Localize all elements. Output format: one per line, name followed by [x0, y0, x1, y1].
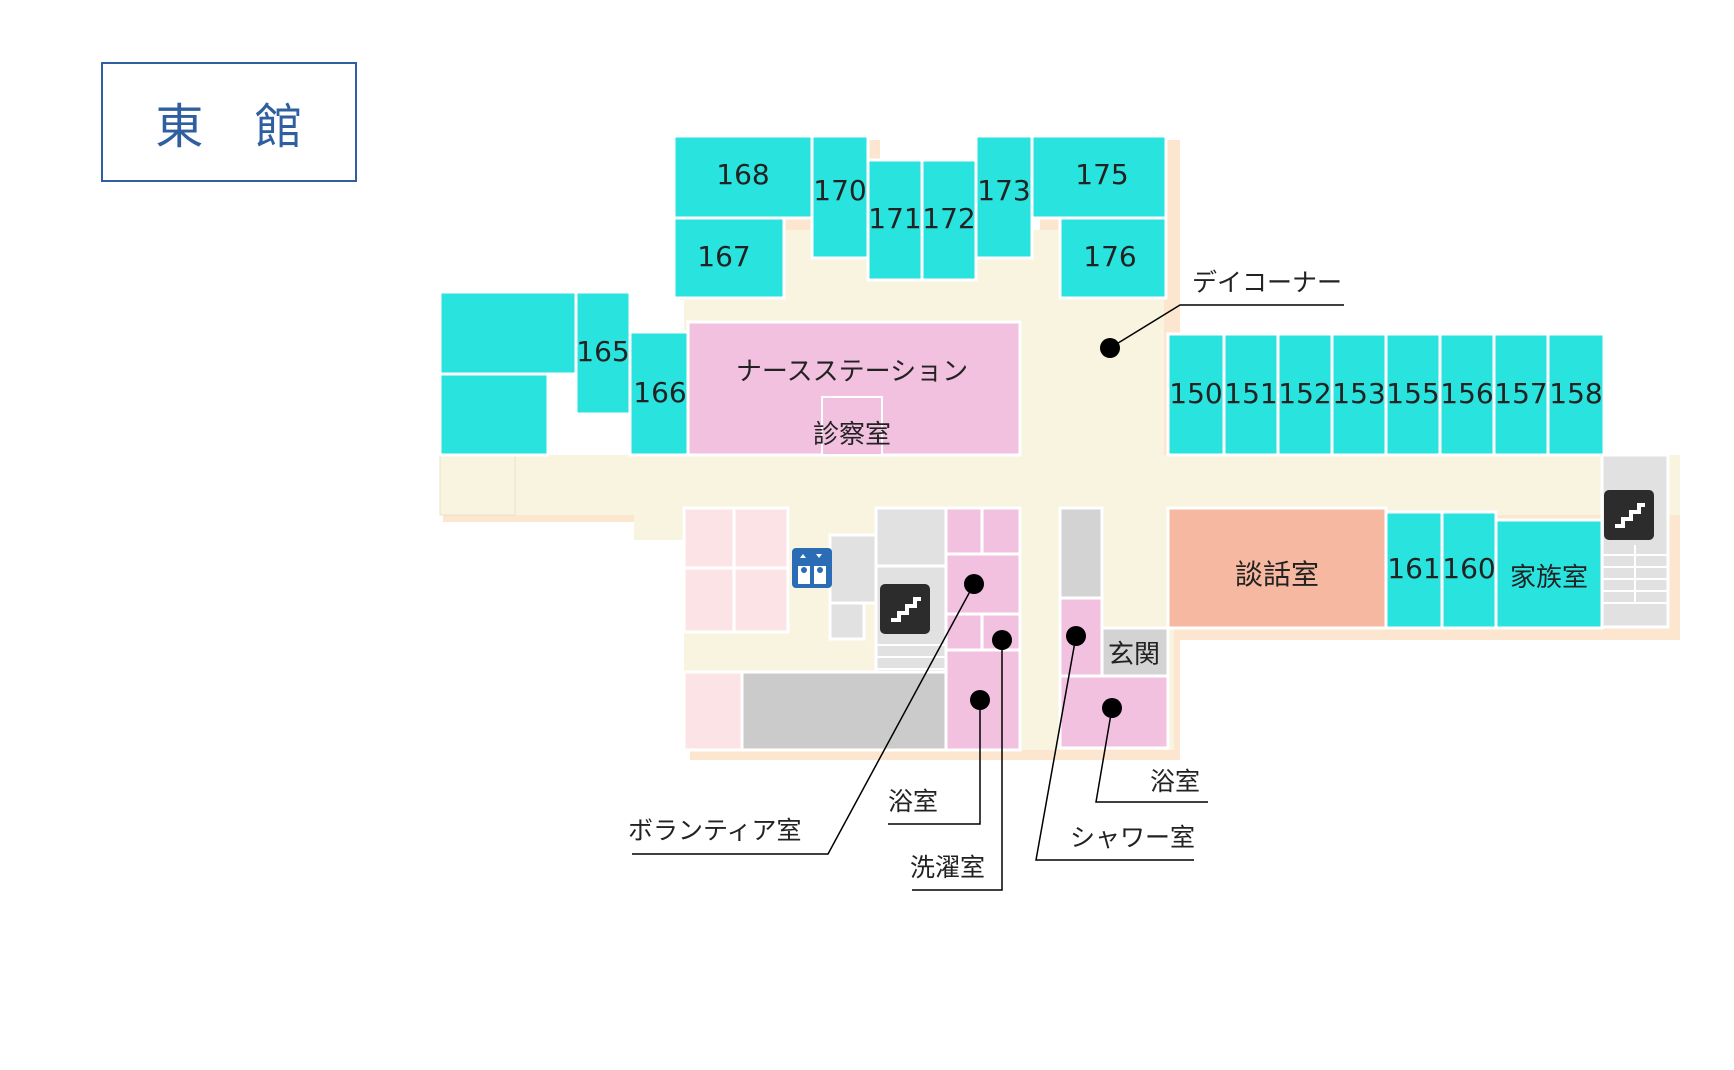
label-175: 175 — [1075, 158, 1128, 191]
room-labels: 168 170 171 172 173 175 167 176 165 166 … — [576, 158, 1602, 585]
room-172 — [920, 158, 978, 282]
label-165: 165 — [576, 335, 629, 368]
callout-markers — [964, 338, 1122, 718]
room-175 — [1030, 134, 1168, 220]
label-166: 166 — [633, 376, 686, 409]
label-152: 152 — [1278, 377, 1331, 410]
label-170: 170 — [813, 174, 866, 207]
label-156: 156 — [1440, 377, 1493, 410]
lower-left-rooms — [682, 506, 790, 752]
room-170 — [810, 134, 870, 260]
label-173: 173 — [977, 174, 1030, 207]
exam-room — [821, 396, 883, 456]
callout-labels: デイコーナー ボランティア室 浴室 洗濯室 シャワー室 浴室 — [628, 268, 1342, 882]
label-nurse-station: ナースステーション — [736, 357, 968, 387]
room-left-b — [438, 372, 550, 457]
room-155 — [1384, 332, 1442, 457]
label-168: 168 — [716, 158, 769, 191]
stairs-icon-right — [1604, 490, 1654, 540]
room-167 — [672, 216, 786, 300]
label-167: 167 — [697, 240, 750, 273]
label-160: 160 — [1442, 552, 1495, 585]
label-158: 158 — [1549, 377, 1602, 410]
room-166 — [628, 330, 690, 457]
lounge — [1166, 506, 1388, 630]
callouts — [632, 304, 1344, 891]
room-160 — [1440, 510, 1498, 630]
callout-day-corner: デイコーナー — [1192, 268, 1342, 297]
label-176: 176 — [1083, 240, 1136, 273]
label-153: 153 — [1332, 377, 1385, 410]
callout-bath-right: 浴室 — [1150, 767, 1200, 796]
room-family — [1494, 518, 1604, 630]
room-161 — [1384, 510, 1444, 630]
label-family-room: 家族室 — [1510, 563, 1588, 593]
label-172: 172 — [922, 202, 975, 235]
room-165 — [574, 290, 632, 416]
patient-rooms-right — [1166, 332, 1606, 630]
stairs-icon — [880, 584, 930, 634]
facility-labels: ナースステーション 診察室 談話室 家族室 玄関 — [736, 357, 1588, 670]
patient-rooms-top — [438, 134, 1168, 457]
label-entrance: 玄関 — [1108, 640, 1160, 670]
callout-laundry: 洗濯室 — [910, 853, 985, 882]
building-title: 東 館 — [101, 62, 357, 182]
room-171 — [866, 158, 924, 282]
room-176 — [1058, 216, 1168, 300]
room-left-a — [438, 290, 578, 376]
label-lounge: 談話室 — [1235, 558, 1319, 591]
label-161: 161 — [1387, 552, 1440, 585]
callout-bath-left: 浴室 — [888, 787, 938, 816]
service-areas — [740, 453, 1670, 752]
room-158 — [1546, 332, 1606, 457]
room-157 — [1492, 332, 1550, 457]
callout-shower: シャワー室 — [1070, 823, 1195, 852]
room-156 — [1438, 332, 1496, 457]
corridor-nook — [439, 454, 516, 516]
label-171: 171 — [868, 202, 921, 235]
label-exam-room: 診察室 — [813, 420, 891, 450]
label-155: 155 — [1386, 377, 1439, 410]
room-150 — [1166, 332, 1226, 457]
label-157: 157 — [1494, 377, 1547, 410]
callout-volunteer: ボランティア室 — [628, 816, 802, 845]
elevator-icon — [792, 548, 832, 588]
label-150: 150 — [1169, 377, 1222, 410]
stair-treads-right — [1602, 545, 1668, 604]
label-151: 151 — [1224, 377, 1277, 410]
